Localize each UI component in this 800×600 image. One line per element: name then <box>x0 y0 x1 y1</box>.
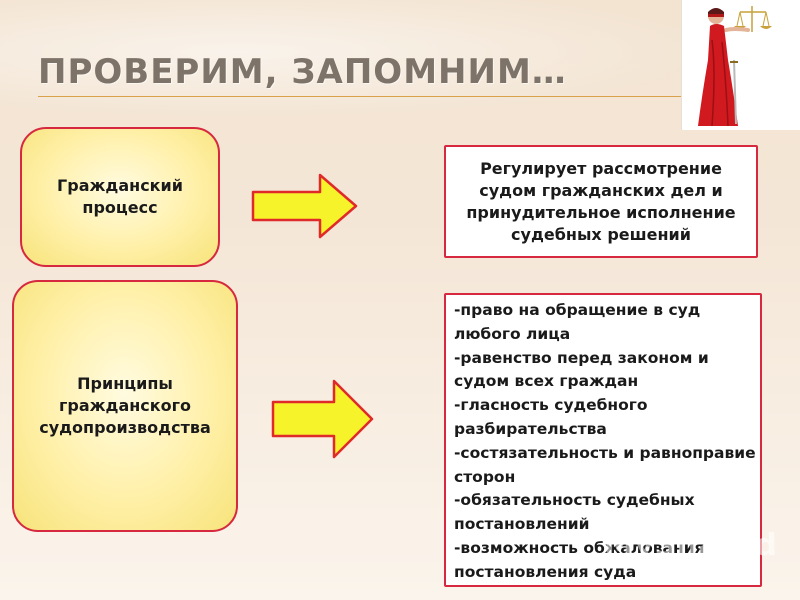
principle-line: сторон <box>454 467 516 486</box>
principle-line: судом всех граждан <box>454 372 639 391</box>
principle-line: -равенство перед законом и <box>454 348 709 367</box>
principle-line: любого лица <box>454 324 571 343</box>
principle-line: постановления суда <box>454 562 637 581</box>
arrow-right-icon <box>251 173 358 239</box>
themis-illustration <box>698 6 772 127</box>
title-underline <box>38 96 688 97</box>
header-background <box>0 0 800 130</box>
principle-line: -обязательность судебных <box>454 491 695 510</box>
civil-process-definition-box: Регулирует рассмотрение судом граждански… <box>444 145 758 258</box>
principles-label: Принципы гражданского судопроизводства <box>39 374 211 437</box>
principles-list-box: -право на обращение в суд любого лица -р… <box>444 293 762 587</box>
arrow-right-icon <box>271 379 374 459</box>
principles-box: Принципы гражданского судопроизводства <box>12 280 238 532</box>
civil-process-definition: Регулирует рассмотрение судом граждански… <box>466 158 736 244</box>
themis-justice-figure-icon <box>681 0 800 130</box>
principle-line: -состязательность и равноправие <box>454 443 756 462</box>
civil-process-box: Гражданский процесс <box>20 127 220 267</box>
principle-line: разбирательства <box>454 419 607 438</box>
principle-line: -право на обращение в суд <box>454 301 701 319</box>
slide-title: ПРОВЕРИМ, ЗАПОМНИМ… <box>38 52 567 92</box>
principle-line: постановлений <box>454 515 590 534</box>
principle-line: -гласность судебного <box>454 396 648 415</box>
principle-line: -возможность обжалования <box>454 538 705 557</box>
civil-process-label: Гражданский процесс <box>57 176 183 217</box>
watermark: MyShared <box>604 528 778 563</box>
